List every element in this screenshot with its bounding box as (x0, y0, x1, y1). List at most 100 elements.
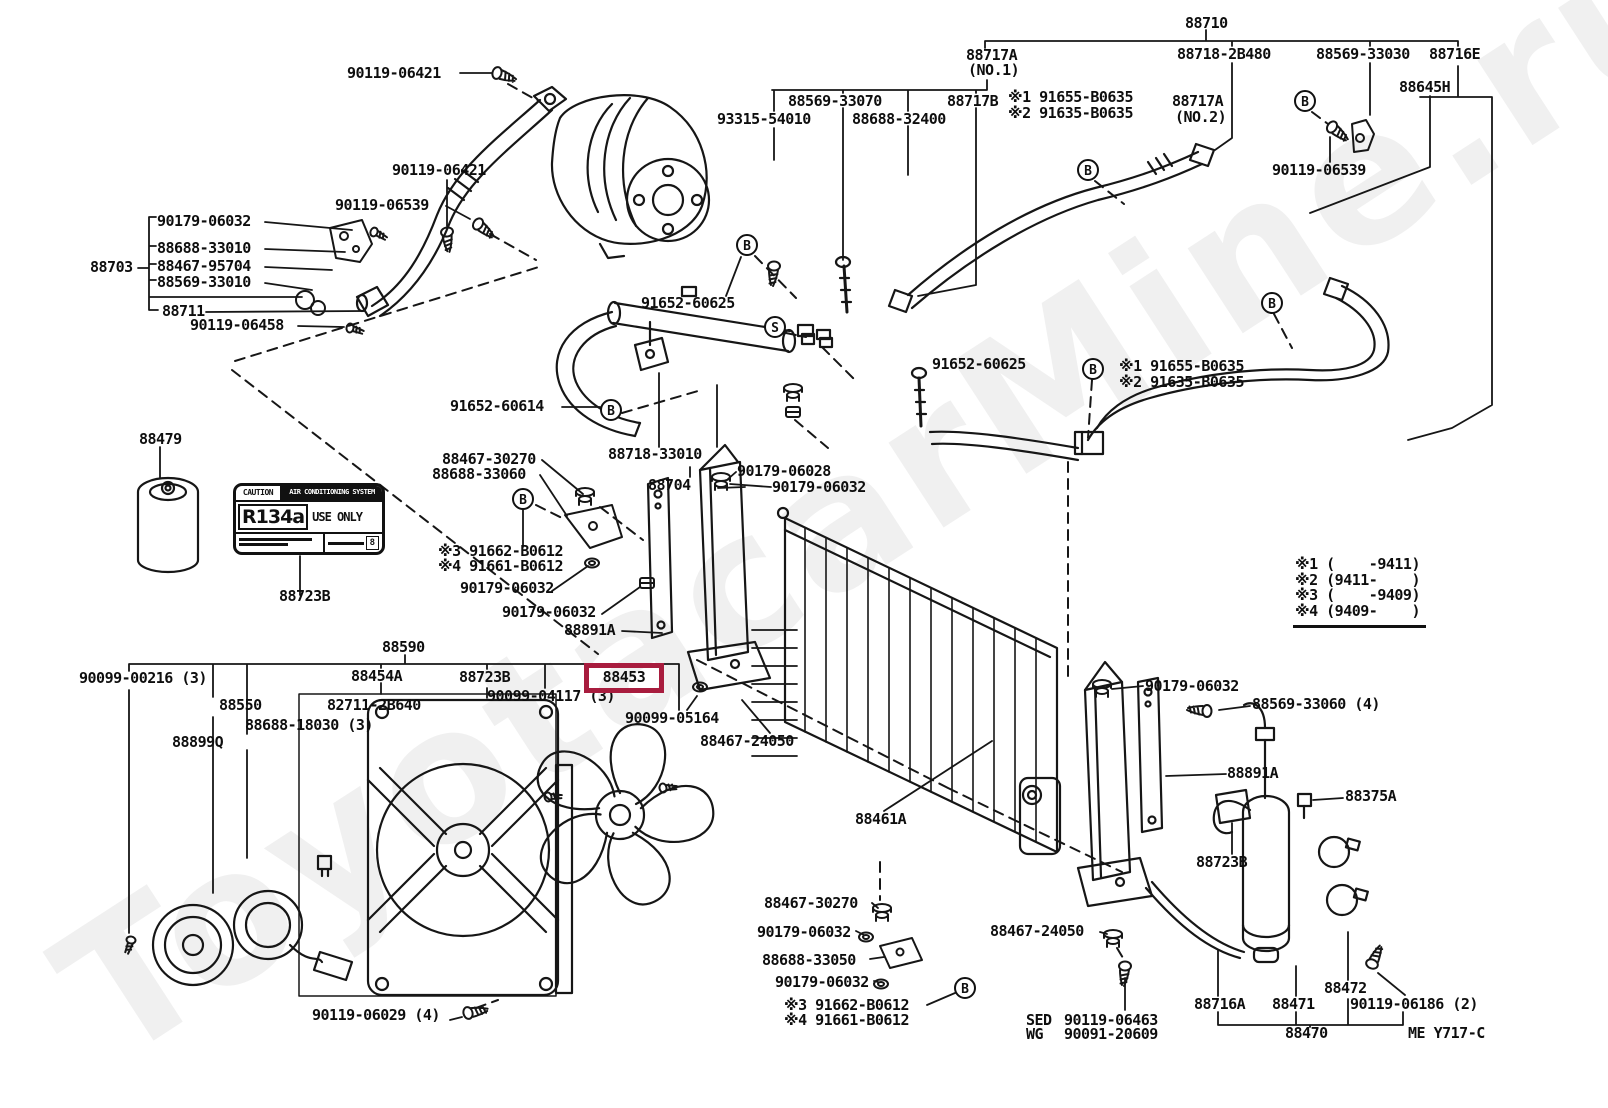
part-label: 90119-06186 (2) (1350, 995, 1478, 1013)
part-label: 90091-20609 (1064, 1025, 1158, 1043)
callout-b: B (600, 399, 622, 421)
part-label: 88467-24050 (700, 732, 794, 750)
part-label: 88716E (1429, 45, 1481, 63)
legend-row: ※1 ( -9411) (1295, 555, 1420, 573)
part-label: 90179-06032 (772, 478, 866, 496)
shroud-assembly-box (298, 693, 557, 997)
part-label: 88688-18030 (3) (245, 716, 373, 734)
caution-plate-header-right: AIR CONDITIONING SYSTEM (282, 486, 382, 500)
highlighted-part-88453[interactable]: 88453 (584, 663, 664, 693)
part-label: 88716A (1194, 995, 1246, 1013)
caution-plate-header-left: CAUTION (236, 486, 282, 500)
dashed-lines (231, 83, 1329, 1009)
callout-s: S (764, 316, 786, 338)
part-label: 91652-60614 (450, 397, 544, 415)
part-label: (NO.2) (1175, 108, 1227, 126)
part-label: 88710 (1185, 14, 1228, 32)
part-label: 82711-2B640 (327, 696, 421, 714)
part-label: 88375A (1345, 787, 1397, 805)
part-label: ※2 91635-B0635 (1008, 104, 1133, 122)
caution-plate-use-text: USE ONLY (312, 510, 363, 524)
part-label: ※2 91635-B0635 (1119, 373, 1244, 391)
fan-motor-drawings (151, 854, 354, 987)
part-label: 88899Q (172, 733, 224, 751)
refrigerant-can-drawing (136, 476, 200, 574)
callout-b: B (736, 234, 758, 256)
part-label: (NO.1) (968, 61, 1020, 79)
part-label: ※3 91662-B0612 (438, 542, 563, 560)
legend-row: ※4 (9409- ) (1295, 601, 1420, 620)
part-label: 90179-06032 (1145, 677, 1239, 695)
part-label: 88454A (351, 667, 403, 685)
legend-row: ※2 (9411- ) (1295, 570, 1420, 589)
part-label: 88472 (1324, 979, 1367, 997)
part-label: 88718-33010 (608, 445, 702, 463)
part-label: 88723B (459, 668, 511, 686)
caution-plate-fineprint (236, 534, 326, 552)
part-label: 88723B (1196, 853, 1248, 871)
part-label: 88550 (219, 696, 262, 714)
fastener-glyphs (123, 65, 1375, 1021)
part-label: 88891A (1227, 764, 1279, 782)
part-label: 90119-06463 (1064, 1011, 1158, 1029)
part-label: 90119-06421 (347, 64, 441, 82)
part-label: 88645H (1399, 78, 1451, 96)
part-label: 90179-06032 (157, 212, 251, 230)
callout-b: B (1082, 358, 1104, 380)
part-label: 88717A (1172, 92, 1224, 110)
part-label: 90119-06421 (392, 161, 486, 179)
part-label: 88704 (648, 476, 691, 494)
legend-row: ※3 ( -9409) (1295, 586, 1420, 604)
grommet-parts-drawing (564, 383, 803, 693)
part-label: ※4 91661-B0612 (438, 557, 563, 575)
callout-b: B (954, 977, 976, 999)
part-label: 90179-06028 (737, 462, 831, 480)
part-label: 88467-30270 (442, 450, 536, 468)
part-label: 90119-06539 (1272, 161, 1366, 179)
part-label: ※3 91662-B0612 (784, 996, 909, 1014)
part-label: 90119-06029 (4) (312, 1006, 440, 1024)
part-label: 88467-95704 (157, 257, 251, 275)
part-label: 88711 (162, 302, 205, 320)
part-label: 91652-60625 (641, 294, 735, 312)
part-label: 90119-06458 (190, 316, 284, 334)
part-label: 88723B (279, 587, 331, 605)
part-label: 88471 (1272, 995, 1315, 1013)
pipe-clamp-parts-drawing (295, 219, 390, 336)
part-label: 90179-06032 (502, 603, 596, 621)
part-label: 88467-24050 (990, 922, 1084, 940)
part-label: 90099-00216 (3) (79, 669, 207, 687)
callout-b: B (1077, 159, 1099, 181)
part-label: 88688-33050 (762, 951, 856, 969)
bracket-88891a-right-drawing (1136, 676, 1164, 834)
part-label: 88569-33010 (157, 273, 251, 291)
part-label: 88569-33070 (788, 92, 882, 110)
part-label: 88718-2B480 (1177, 45, 1271, 63)
leader-lines (128, 29, 1493, 1028)
bracket-88891a-left-drawing (646, 476, 674, 640)
caution-plate: CAUTION AIR CONDITIONING SYSTEM R134a US… (233, 483, 385, 555)
part-label: WG (1026, 1025, 1044, 1043)
callout-b: B (1261, 292, 1283, 314)
callout-b: B (1294, 90, 1316, 112)
part-label: 88569-33060 (4) (1252, 695, 1380, 713)
condenser-drawing (751, 506, 1062, 856)
part-label: 88479 (139, 430, 182, 448)
bracket-88716-right-drawing (1076, 660, 1246, 960)
part-label: 90179-06032 (775, 973, 869, 991)
bracket-88704-drawing (686, 443, 772, 692)
caution-plate-refrigerant: R134a (238, 504, 309, 530)
date-range-legend: ※1 ( -9411)※2 (9411- )※3 ( -9409)※4 (940… (1293, 555, 1426, 628)
part-label: 93315-54010 (717, 110, 811, 128)
part-label: ※4 91661-B0612 (784, 1011, 909, 1029)
rear-pipes-drawing (800, 142, 1390, 462)
fan-blade-drawing (529, 723, 722, 917)
part-label: 90099-05164 (625, 709, 719, 727)
part-label: 88717A (966, 46, 1018, 64)
compressor-drawing (532, 85, 711, 260)
suction-hose-drawing (355, 98, 554, 318)
part-label: 90179-06032 (460, 579, 554, 597)
condenser-mount-parts-drawing (858, 903, 1386, 990)
